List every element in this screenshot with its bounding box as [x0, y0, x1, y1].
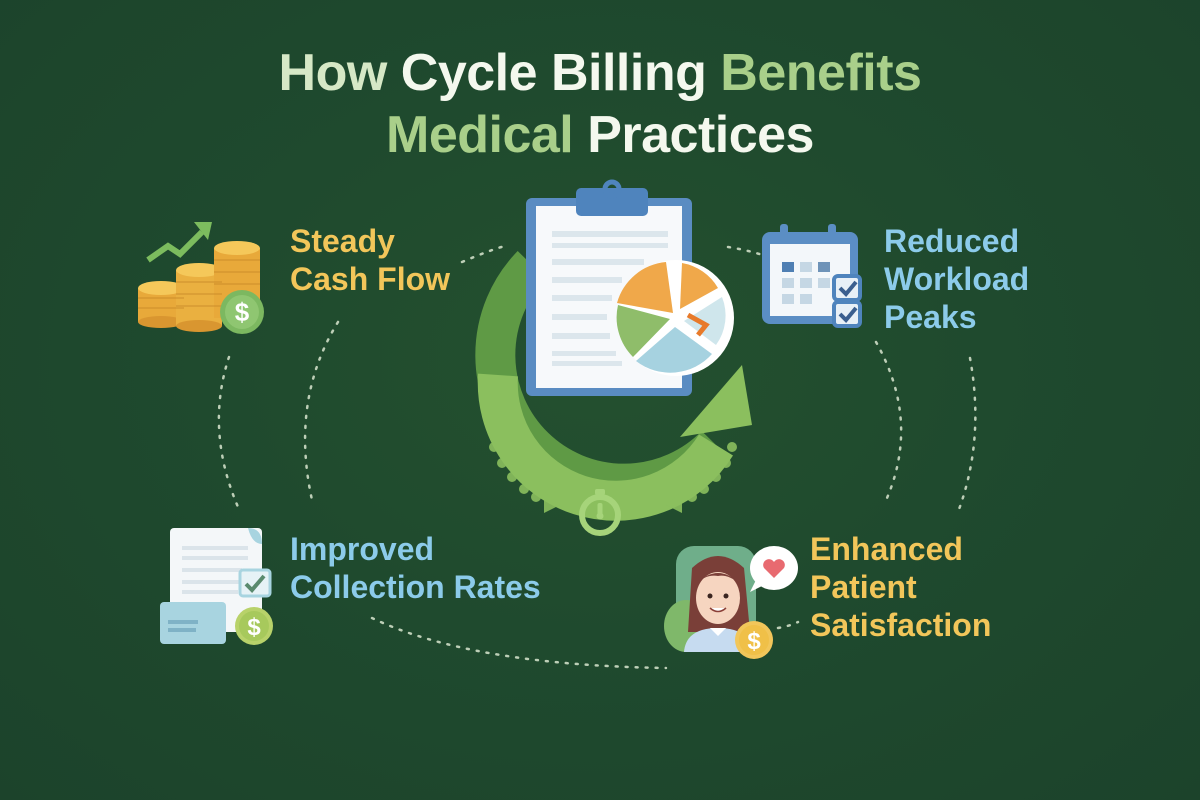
infographic-title: How Cycle Billing Benefits Medical Pract… — [0, 42, 1200, 166]
title-word: Practices — [587, 106, 814, 164]
coins-growth-icon: $ — [138, 222, 264, 334]
title-word: Benefits — [720, 44, 922, 102]
benefit-label-line: Satisfaction — [810, 607, 992, 643]
svg-text:$: $ — [247, 614, 261, 641]
happy-patient-icon: $ — [664, 546, 798, 659]
benefit-label-line: Workload — [884, 261, 1030, 297]
benefit-label-line: Reduced — [884, 223, 1020, 259]
svg-text:$: $ — [747, 628, 761, 655]
cycle-arrow-icon — [475, 179, 752, 521]
title-line-1: How Cycle Billing Benefits — [0, 42, 1200, 104]
invoice-check-icon: $ — [160, 528, 273, 645]
title-line-2: Medical Practices — [0, 104, 1200, 166]
stopwatch-icon — [579, 489, 621, 536]
benefit-label-line: Cash Flow — [290, 261, 451, 297]
pie-chart-icon — [616, 260, 734, 376]
clipboard-icon — [526, 179, 692, 396]
benefit-label-line: Steady — [290, 223, 395, 259]
svg-text:$: $ — [235, 297, 250, 327]
title-word: How — [278, 44, 401, 102]
benefit-label-line: Peaks — [884, 299, 977, 335]
benefit-label-line: Collection Rates — [290, 569, 541, 605]
benefit-label-line: Patient — [810, 569, 917, 605]
calendar-check-icon — [762, 224, 862, 328]
benefit-improved-collection-rates: Improved Collection Rates — [290, 530, 541, 606]
benefit-label-line: Improved — [290, 531, 435, 567]
benefit-steady-cash-flow: Steady Cash Flow — [290, 222, 450, 298]
title-word: Cycle Billing — [400, 44, 721, 102]
benefit-reduced-workload-peaks: Reduced Workload Peaks — [884, 222, 1029, 336]
benefit-label-line: Enhanced — [810, 531, 963, 567]
title-word: Medical — [386, 106, 588, 164]
benefit-enhanced-patient-satisfaction: Enhanced Patient Satisfaction — [810, 530, 991, 644]
